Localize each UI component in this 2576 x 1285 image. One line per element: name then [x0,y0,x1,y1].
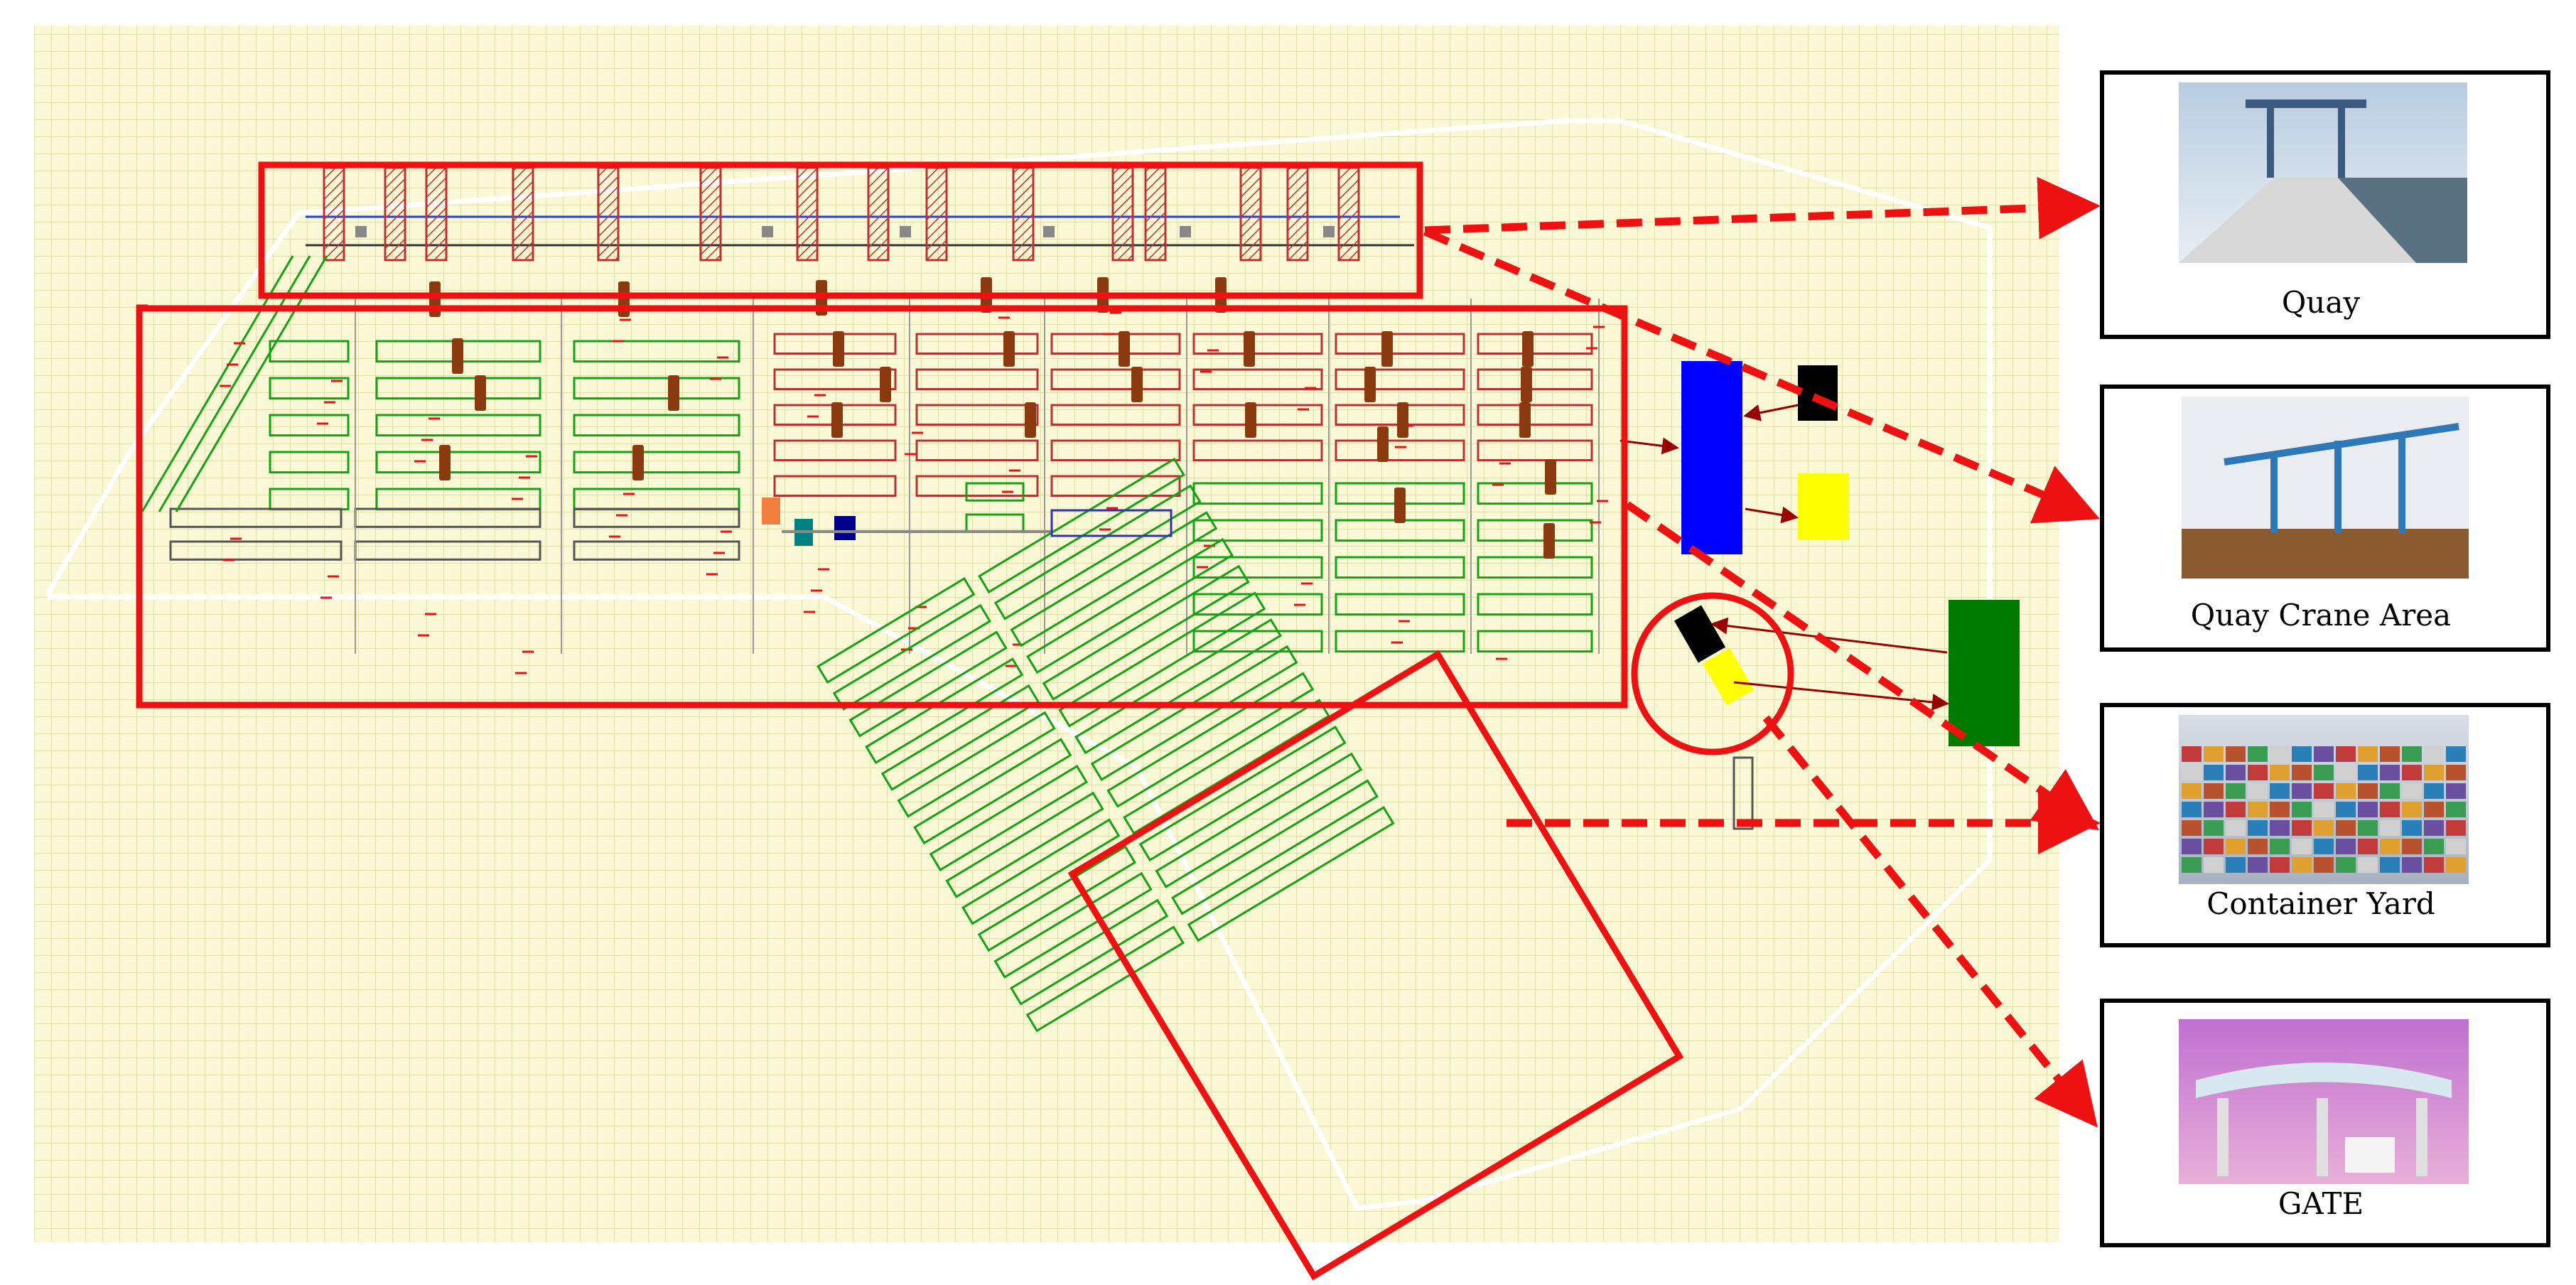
quay-photo [2179,82,2467,263]
highlight-boxes [136,161,1794,1281]
quay-highlight [258,161,1423,299]
panel-quay: Quay [2100,70,2550,339]
arrow-to-gate [1762,715,2098,1128]
arrow-to-quay [1424,176,2101,240]
quay-berths [306,215,1414,247]
navy-equipment [834,516,856,540]
quay-crane-photo [2182,397,2469,579]
terminal-outline [47,118,1993,1211]
rotated-yard-highlight [1067,650,1684,1281]
black-equipment [1798,365,1838,421]
panel-label: GATE [2278,1186,2364,1221]
panel-label: Quay [2282,285,2361,320]
container-yard-photo [2179,715,2469,884]
yard-highlight [136,305,1628,709]
gate-rotated-equipment [1674,605,1755,706]
gate-photo [2179,1019,2469,1184]
yellow-equipment [1798,473,1849,540]
callout-arrows [1423,176,2101,1128]
green-equipment [1949,600,2020,746]
arrow-to-container-yard-1 [1624,501,2100,831]
rotated-yard-block [817,457,1395,1033]
equipment-connectors [1620,404,1949,711]
panel-quay-crane-area: Quay Crane Area [2100,385,2550,652]
panel-label: Container Yard [2206,886,2435,921]
blue-equipment [1681,361,1742,554]
yard-lanes [136,255,1608,674]
panel-gate: GATE [2100,999,2550,1247]
panel-label: Quay Crane Area [2191,598,2451,633]
orange-equipment [762,498,780,525]
arrow-to-quay-crane-area [1423,227,2101,524]
gate-highlight [1631,592,1794,756]
panel-container-yard: Container Yard [2100,703,2550,947]
